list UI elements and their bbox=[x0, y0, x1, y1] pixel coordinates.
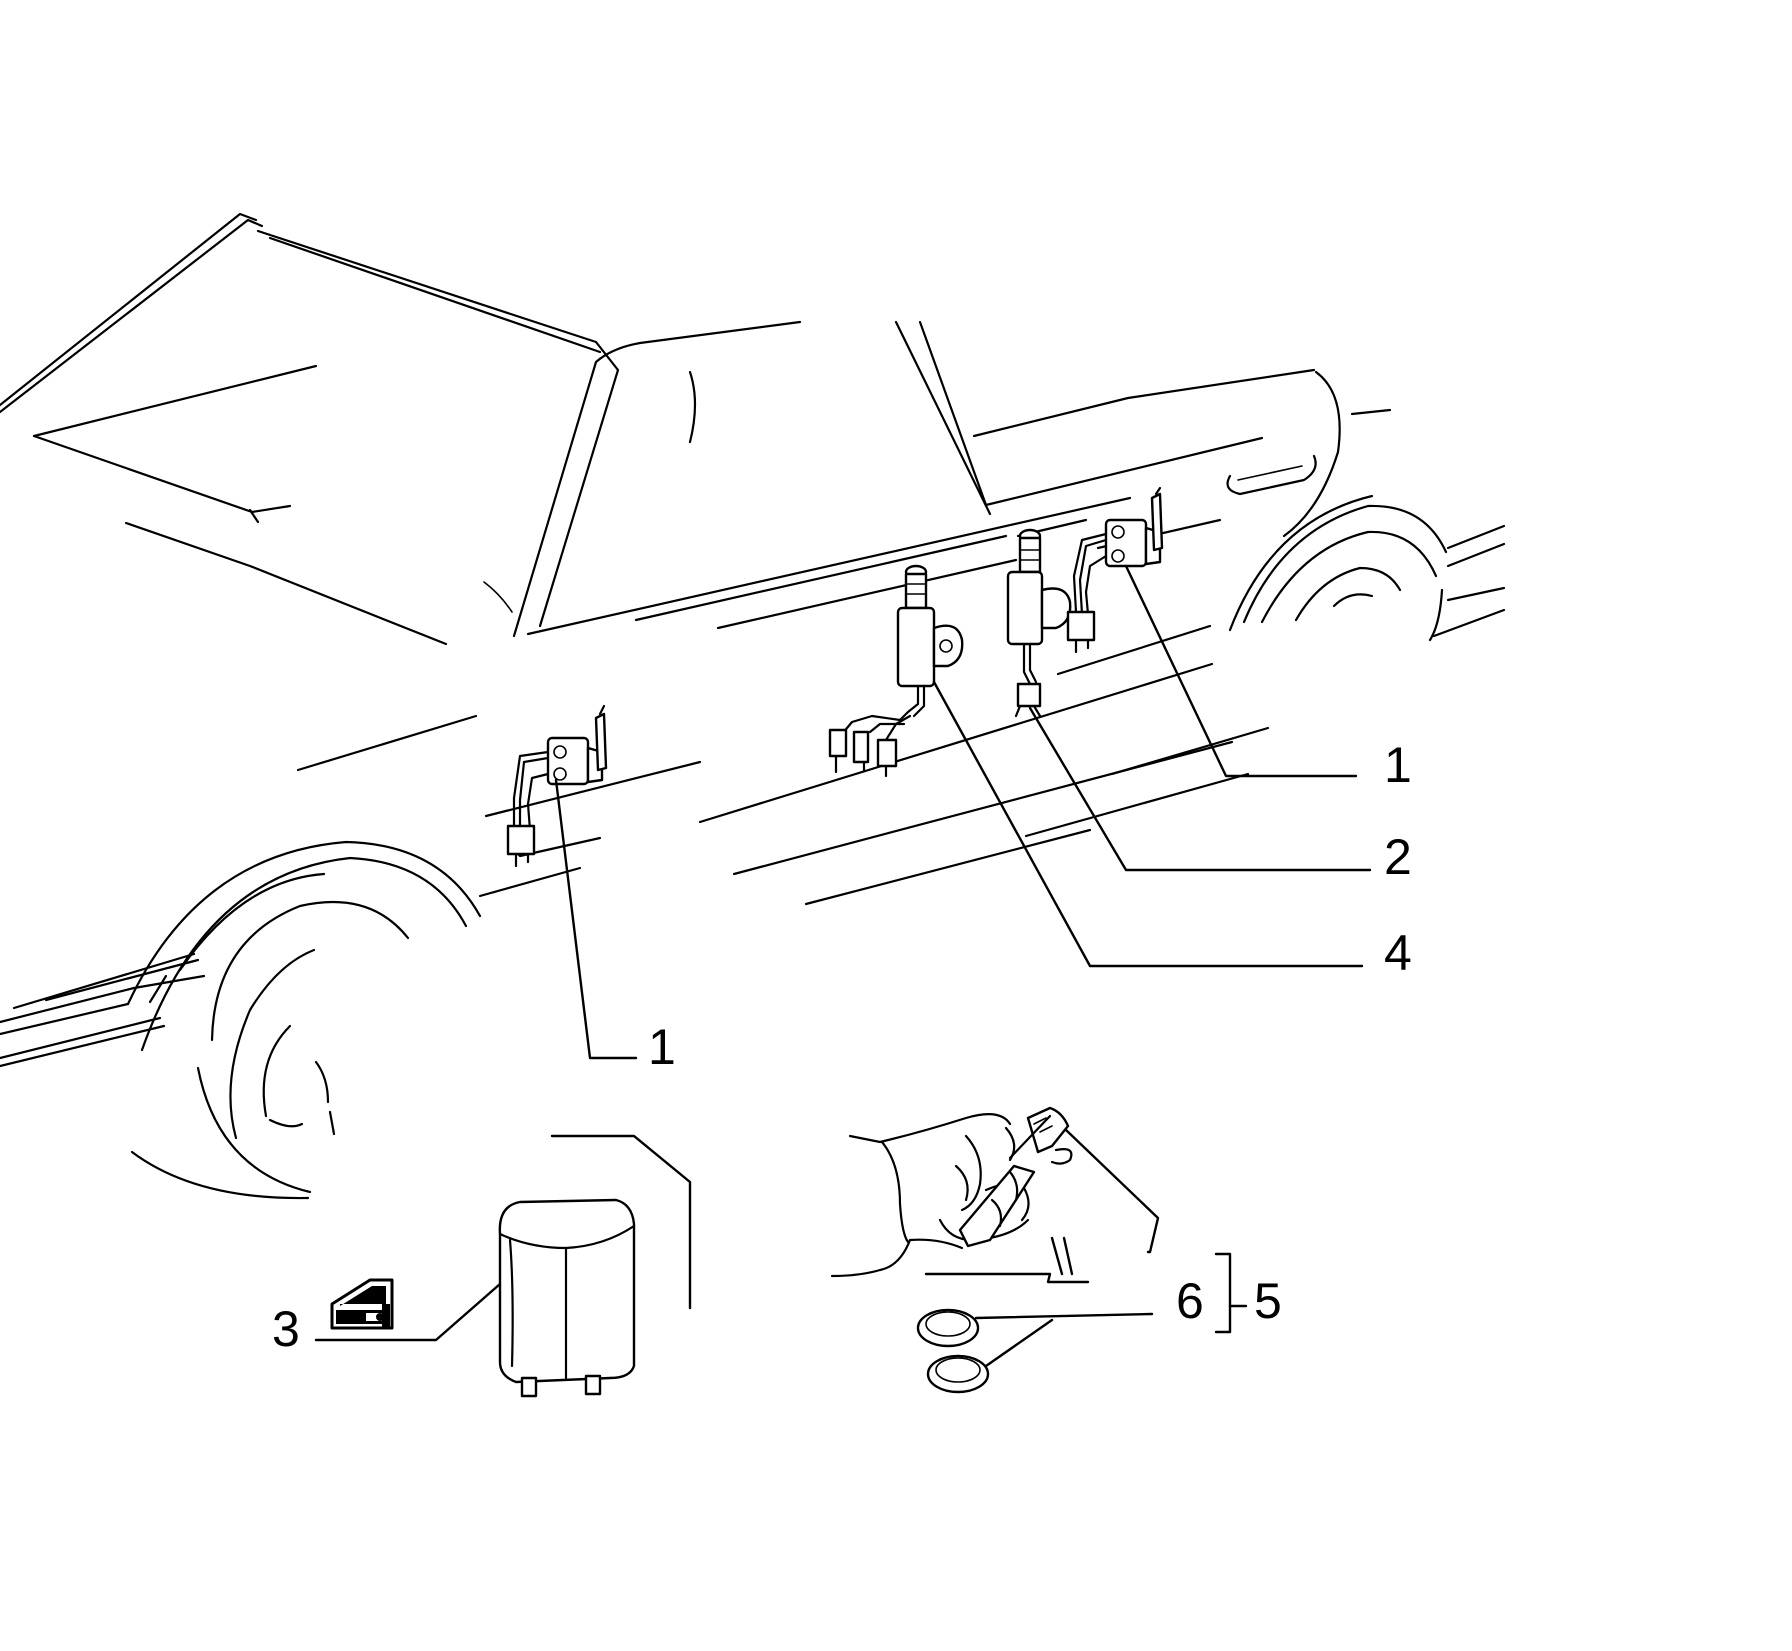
callout-6-transmitter: 6 bbox=[1176, 1273, 1204, 1329]
front-door-lock-switch bbox=[506, 704, 608, 868]
front-door-lock-actuator bbox=[828, 564, 964, 778]
callout-2-rear-actuator: 2 bbox=[1384, 829, 1412, 885]
leader-lines bbox=[314, 564, 1372, 1368]
callout-1-rear-switch: 1 bbox=[1384, 737, 1412, 793]
door-key-icon bbox=[330, 1278, 394, 1330]
remote-transmitter-in-hand bbox=[830, 1106, 1073, 1278]
callout-4-front-actuator: 4 bbox=[1384, 925, 1412, 981]
central-locking-control-unit bbox=[498, 1198, 636, 1398]
rear-door-lock-switch bbox=[1066, 486, 1164, 654]
rear-door-lock-actuator bbox=[1006, 528, 1072, 718]
control-unit-bracket bbox=[550, 1134, 692, 1310]
callout-5-remote-kit: 5 bbox=[1254, 1273, 1282, 1329]
car-body-outline bbox=[0, 212, 1506, 1200]
remote-batteries bbox=[916, 1308, 990, 1394]
callout-1-front-switch: 1 bbox=[648, 1019, 676, 1075]
callout-3-control-unit: 3 bbox=[272, 1301, 300, 1357]
